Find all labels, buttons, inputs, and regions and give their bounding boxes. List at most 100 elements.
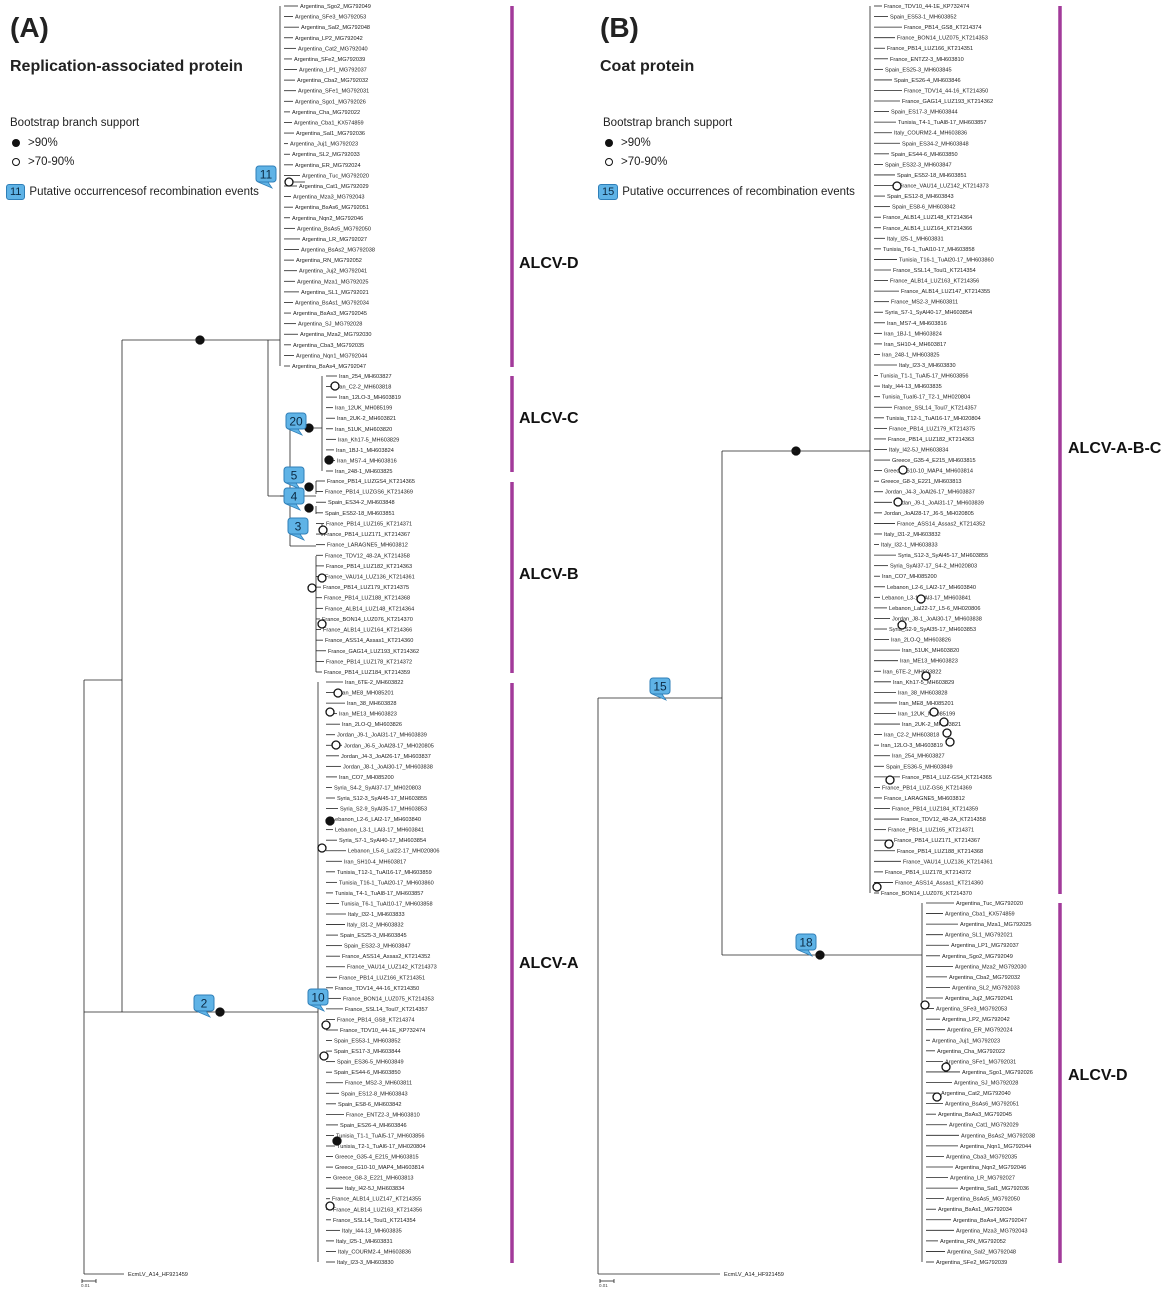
leaf-label: Iran_ME8_MH085201 — [339, 691, 394, 697]
leaf-label: Argentina_BsAs1_MG792034 — [938, 1207, 1012, 1213]
badge-tail — [257, 181, 274, 189]
leaf-label: Jordan_J9-1_JoAl31-17_MH603839 — [894, 500, 984, 506]
panel-a-legend-high: >90% — [12, 137, 58, 149]
leaf-label: Iran_12LO-3_MH603819 — [881, 743, 943, 749]
leaf-label: France_VAU14_LUZ136_KT214361 — [325, 575, 415, 581]
panel-b-letter: (B) — [600, 12, 639, 43]
outgroup-label: EcmLV_A14_HF921459 — [724, 1272, 784, 1278]
leaf-label: Argentina_Mza2_MG792030 — [300, 332, 372, 338]
leaf-label: Jordan_J8-1_JoAl30-17_MH603838 — [343, 764, 433, 770]
leaf-label: Tunisia_T12-1_TuAl16-17_MH020804 — [886, 416, 981, 422]
leaf-label: France_TDV10_44-1E_KP732474 — [884, 4, 969, 10]
leaf-label: Argentina_Cba3_MG792035 — [946, 1154, 1017, 1160]
leaf-label: Iran_38_MH603828 — [347, 701, 396, 707]
leaf-label: Iran_38_MH603828 — [898, 690, 947, 696]
recombination-badge-label: 4 — [291, 490, 298, 504]
leaf-label: Italy_I31-2_MH603832 — [347, 923, 404, 929]
recombination-badge-icon — [795, 933, 817, 951]
leaf-label: France_SSL14_Toul1_KT214354 — [893, 268, 976, 274]
leaf-label: Argentina_SL2_MG792033 — [292, 152, 360, 158]
leaf-label: Argentina_Cba1_KX574859 — [945, 912, 1015, 918]
recombination-badge-label: 10 — [311, 991, 325, 1005]
leaf-label: France_PB14_GS8_KT214374 — [904, 25, 981, 31]
support-node-open — [897, 620, 907, 630]
leaf-label: Argentina_SL1_MG792021 — [945, 933, 1013, 939]
recombination-badge-icon — [283, 487, 305, 505]
leaf-label: France_PB14_LUZ171_KT214367 — [324, 532, 410, 538]
leaf-label: Lebanon_L3-1_LAl3-17_MH603841 — [335, 828, 424, 834]
leaf-label: Argentina_Cba2_MG792032 — [297, 78, 368, 84]
support-node-open — [892, 181, 902, 191]
leaf-label: Argentina_Cha_MG792022 — [937, 1049, 1005, 1055]
support-node-open — [939, 717, 949, 727]
leaf-label: Greece_G8-3_E221_MH603813 — [333, 1176, 414, 1182]
recombination-badge-label: 20 — [289, 415, 303, 429]
leaf-label: Tunisia_T1-1_TuAl5-17_MH603856 — [336, 1133, 425, 1139]
leaf-label: Argentina_Cat1_MG792029 — [949, 1123, 1019, 1129]
leaf-label: Argentina_Mza3_MG792043 — [293, 195, 365, 201]
support-node-open — [319, 1051, 329, 1061]
support-node-open — [318, 525, 328, 535]
leaf-label: Iran_12LO-3_MH603819 — [339, 395, 401, 401]
recombination-badge-icon — [287, 517, 309, 535]
leaf-label: Argentina_SJ_MG792028 — [298, 322, 362, 328]
recombination-badge-icon: 15 — [598, 184, 619, 200]
open-circle-icon — [12, 158, 20, 166]
scale-bar-label: 0.01 — [599, 1283, 608, 1288]
leaf-label: France_BON14_LUZ075_KT214353 — [897, 36, 988, 42]
support-node-open — [317, 619, 327, 629]
leaf-label: France_VAU14_LUZ142_KT214373 — [899, 184, 989, 190]
leaf-label: France_ALB14_LUZ147_KT214355 — [901, 289, 990, 295]
leaf-label: Argentina_Sgo2_MG792049 — [942, 954, 1013, 960]
leaf-label: Italy_COURM2-4_MH603836 — [894, 131, 967, 137]
open-circle-icon — [605, 158, 613, 166]
leaf-label: France_PB14_LUZ184_KT214359 — [892, 807, 978, 813]
leaf-label: Argentina_Juj1_MG792023 — [932, 1038, 1000, 1044]
leaf-label: Spain_ES34-2_MH603848 — [328, 500, 395, 506]
leaf-label: Iran_12UK_MH085199 — [898, 711, 955, 717]
leaf-label: Iran_254_MH603827 — [892, 754, 945, 760]
leaf-label: Argentina_SFe2_MG792039 — [294, 57, 365, 63]
leaf-label: Argentina_Nqn2_MG792046 — [955, 1165, 1026, 1171]
leaf-label: France_PB14_LUZ179_KT214375 — [889, 426, 975, 432]
leaf-label: France_GAG14_LUZ193_KT214362 — [328, 649, 419, 655]
leaf-label: France_PB14_LUZGS6_KT214369 — [325, 490, 413, 496]
clade-label-alcv-a-a: ALCV-A — [519, 955, 579, 972]
leaf-label: France_PB14_LUZ-GS4_KT214365 — [902, 775, 992, 781]
leaf-label: Argentina_Sgo2_MG792049 — [300, 4, 371, 10]
leaf-label: Argentina_BsAs6_MG792051 — [945, 1102, 1019, 1108]
recombination-badge-label: 2 — [201, 997, 208, 1011]
filled-circle-icon — [605, 139, 613, 147]
panel-b-title: Coat protein — [600, 58, 695, 75]
leaf-label: Argentina_BsAs2_MG792038 — [961, 1133, 1035, 1139]
leaf-label: Argentina_SJ_MG792028 — [954, 1081, 1018, 1087]
leaf-label: Jordan_J4-3_JoAl26-17_MH603837 — [341, 754, 431, 760]
leaf-label: Iran_51UK_MH603820 — [902, 648, 959, 654]
leaf-label: Argentina_Cat1_MG792029 — [299, 184, 369, 190]
leaf-label: France_PB14_LUZ182_KT214363 — [326, 564, 412, 570]
panel-b-legend-high-label: >90% — [621, 137, 651, 149]
leaf-label: Argentina_BsAs5_MG792050 — [946, 1197, 1020, 1203]
leaf-label: France_ALB14_LUZ164_KT214366 — [323, 628, 412, 634]
leaf-label: France_ALB14_LUZ147_KT214355 — [332, 1197, 421, 1203]
leaf-label: France_PB14_GS8_KT214374 — [337, 1017, 414, 1023]
leaf-label: Spain_ES32-3_MH603847 — [344, 944, 411, 950]
leaf-label: Argentina_LR_MG792027 — [950, 1176, 1015, 1182]
leaf-label: Iran_SH10-4_MH603817 — [344, 859, 406, 865]
leaf-label: Iran_2LO-Q_MH603826 — [891, 638, 951, 644]
leaf-label: Iran_6TE-2_MH603822 — [883, 669, 941, 675]
leaf-label: Iran_Kh17-5_MH603829 — [893, 680, 954, 686]
leaf-label: Spain_ES44-6_MH603850 — [891, 152, 958, 158]
support-node-open — [872, 882, 882, 892]
leaf-label: Argentina_RN_MG792052 — [940, 1239, 1006, 1245]
leaf-label: Tunisia_T16-1_TuAl20-17_MH603860 — [339, 880, 434, 886]
leaf-label: Italy_I25-1_MH603831 — [336, 1239, 393, 1245]
leaf-label: Iran_12UK_MH085199 — [335, 406, 392, 412]
support-node-open — [284, 177, 294, 187]
leaf-label: Iran_51UK_MH603820 — [335, 427, 392, 433]
leaf-label: Argentina_LP2_MG792042 — [295, 36, 363, 42]
leaf-label: France_GAG14_LUZ193_KT214362 — [902, 99, 993, 105]
leaf-label: Tunisia_T6-1_TuAl10-17_MH603858 — [883, 247, 975, 253]
leaf-label: Syria_S7-1_SyAl40-17_MH603854 — [339, 838, 426, 844]
leaf-label: Tunisia_T16-1_TuAl20-17_MH603860 — [899, 257, 994, 263]
